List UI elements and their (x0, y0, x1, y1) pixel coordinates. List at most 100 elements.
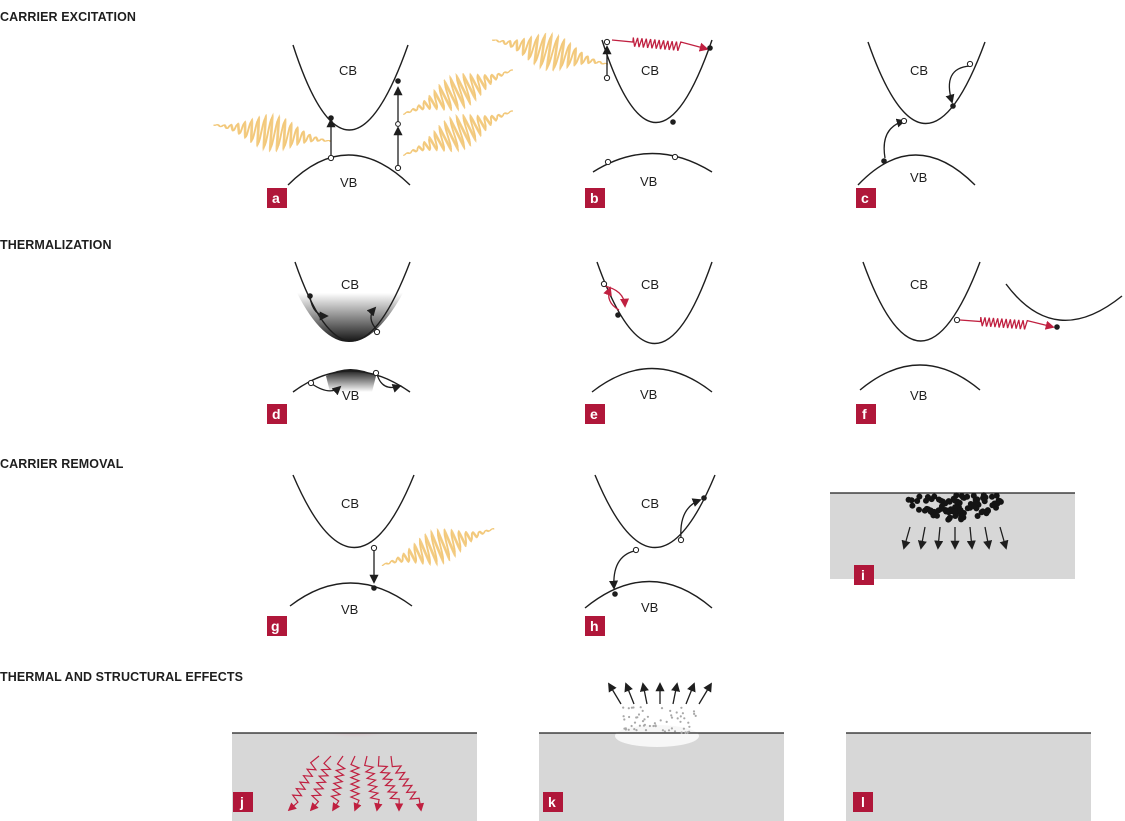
panel-b: CB VB b (492, 33, 713, 208)
ejected-particle (695, 715, 697, 717)
ejected-particle (634, 722, 636, 724)
hole (374, 329, 379, 334)
carrier-dot (958, 516, 964, 522)
ejected-particle (680, 707, 682, 709)
valence-band-curve-f (860, 365, 980, 390)
hole (954, 317, 959, 322)
ejected-particle (631, 725, 633, 727)
carrier-dot (928, 508, 934, 514)
cb-label: CB (910, 63, 928, 78)
carrier-dot (974, 500, 980, 506)
ejected-particle (654, 722, 656, 724)
hole (308, 380, 313, 385)
carrier-dot (952, 509, 958, 515)
carrier-dot (955, 499, 961, 505)
carrier-dot (922, 508, 928, 514)
panel-label-e: e (590, 406, 598, 422)
electron (1054, 324, 1060, 330)
ejected-particle (677, 717, 679, 719)
panel-i: i (830, 492, 1075, 585)
conduction-band-curve (597, 262, 712, 344)
panel-label-b: b (590, 190, 599, 206)
ejected-particle (671, 717, 673, 719)
auger-arrow (614, 551, 634, 588)
ejected-particle (645, 729, 647, 731)
conduction-band-curve (602, 40, 712, 123)
vb-label: VB (910, 388, 927, 403)
intermediate-state (396, 122, 401, 127)
ejected-particle (625, 728, 627, 730)
vb-label: VB (340, 175, 357, 190)
cb-label: CB (910, 277, 928, 292)
panel-d: CB VB d (267, 262, 410, 424)
panel-label-i: i (861, 567, 865, 583)
ejected-particle (674, 730, 676, 732)
electron (707, 45, 713, 51)
ejection-arrow (699, 684, 711, 704)
hole (604, 75, 609, 80)
conduction-band-curve (293, 45, 408, 130)
panel-j: j (232, 700, 477, 821)
cb-label: CB (339, 63, 357, 78)
ejection-arrows (609, 684, 711, 704)
electron (670, 119, 676, 125)
ejected-particle (666, 721, 668, 723)
ejected-particle (623, 718, 625, 720)
carrier-dot (945, 517, 951, 523)
ejected-particle (668, 729, 670, 731)
conduction-band-curve (863, 262, 980, 341)
vb-label: VB (341, 602, 358, 617)
panel-f: CB VB f (856, 262, 1122, 424)
electron (307, 293, 313, 299)
conduction-band-curve (868, 42, 985, 124)
ejected-particle (636, 716, 638, 718)
ejected-particle (681, 731, 683, 733)
cb-label: CB (641, 496, 659, 511)
auger-arrow (681, 500, 700, 538)
ejected-particle (693, 713, 695, 715)
ejected-particle (669, 710, 671, 712)
ejected-particle (628, 707, 630, 709)
panel-label-k: k (548, 794, 556, 810)
panel-label-d: d (272, 406, 281, 422)
carrier-dot (916, 494, 922, 500)
electron (615, 312, 621, 318)
panel-label-g: g (271, 618, 280, 634)
ejected-particle (642, 720, 644, 722)
carrier-dot (938, 498, 944, 504)
carrier-dot (994, 501, 1000, 507)
carrier-dot (985, 507, 991, 513)
substrate (846, 733, 1091, 821)
hole (395, 165, 400, 170)
ejected-particle (688, 726, 690, 728)
hole (678, 537, 683, 542)
ejected-particle (682, 712, 684, 714)
carrier-dot (947, 499, 953, 505)
side-valley-curve (1006, 284, 1122, 320)
ejection-arrow (673, 684, 677, 704)
ejection-arrow (686, 684, 694, 704)
carrier-dot (958, 507, 964, 513)
carrier-dot (980, 495, 986, 501)
ejected-particle (660, 719, 662, 721)
ejected-particle (632, 706, 634, 708)
panel-label-c: c (861, 190, 869, 206)
panel-h: CB VB h (585, 475, 715, 636)
ejected-particle (628, 716, 630, 718)
ejected-particle (633, 728, 635, 730)
carrier-dot (959, 493, 965, 499)
electron (701, 495, 707, 501)
carrier-dot (975, 513, 981, 519)
carrier-dot (934, 513, 940, 519)
hole (967, 61, 972, 66)
ejected-particle (642, 710, 644, 712)
ejected-particle (662, 729, 664, 731)
panel-label-l: l (861, 794, 865, 810)
ejected-particle (628, 729, 630, 731)
impact-ionization-arrow (884, 121, 904, 158)
surface-mask (232, 700, 477, 733)
panel-label-f: f (862, 406, 867, 422)
photon-pulse (403, 111, 513, 156)
electron (950, 103, 956, 109)
